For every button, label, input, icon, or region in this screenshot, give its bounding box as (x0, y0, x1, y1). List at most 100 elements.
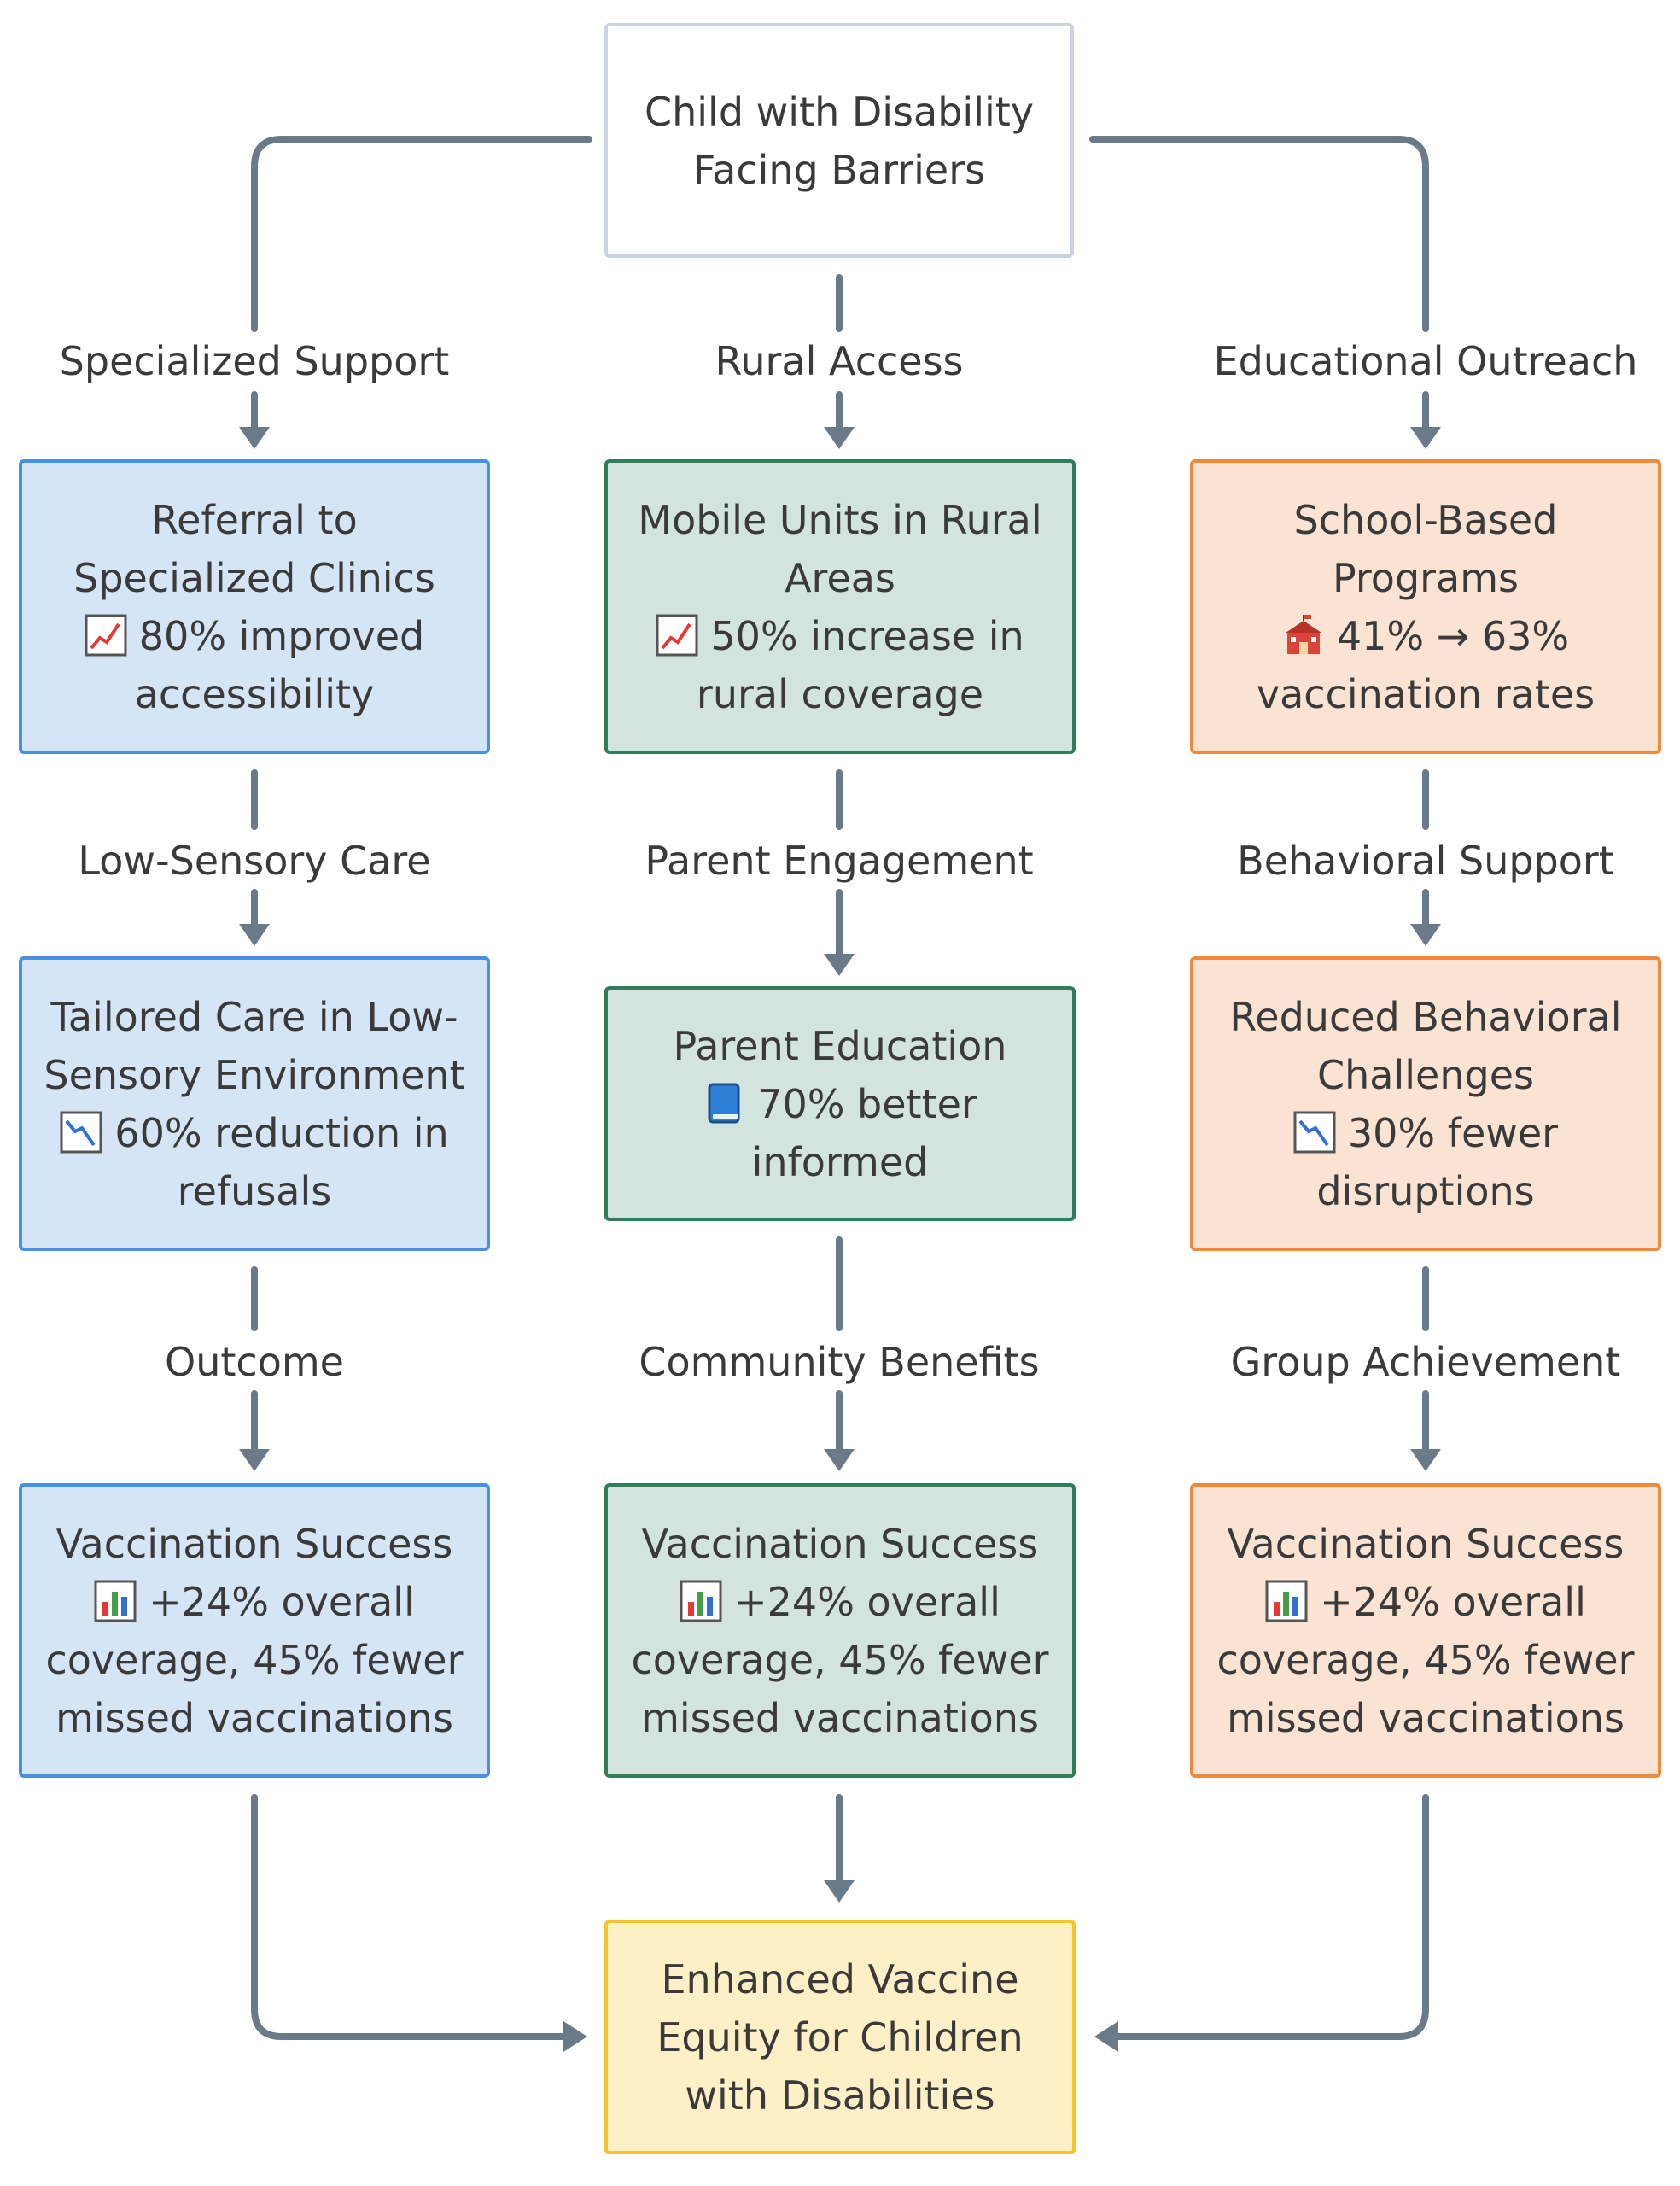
node-text-line: Tailored Care in Low- (50, 988, 458, 1046)
node-text: Vaccination Success (641, 1520, 1039, 1567)
node-text-line: Enhanced Vaccine (661, 1950, 1018, 2008)
node-text-line: Parent Education (674, 1017, 1007, 1075)
node-text-line: informed (752, 1133, 929, 1191)
node-text: missed vaccinations (55, 1694, 453, 1741)
node-text: disruptions (1316, 1167, 1535, 1214)
node-text: Programs (1332, 554, 1520, 601)
node-text: Parent Education (673, 1022, 1007, 1069)
node-text: coverage, 45% fewer (1216, 1636, 1635, 1683)
node-text: Vaccination Success (55, 1520, 453, 1567)
node-text: rural coverage (696, 670, 984, 717)
node-text: accessibility (134, 670, 375, 717)
edge-right-end (1111, 1794, 1429, 2040)
node-text: +24% overall (734, 1578, 1000, 1625)
node-parent-education: Parent Education 70% better informed (604, 986, 1076, 1221)
node-text-line: 70% better (703, 1075, 977, 1133)
edge-label-outcome: Outcome (160, 1338, 349, 1386)
bar-chart-icon (680, 1579, 734, 1625)
node-text: Mobile Units in Rural (638, 496, 1042, 543)
node-text: Vaccination Success (1227, 1520, 1625, 1567)
node-tailored-low-sensory-care: Tailored Care in Low- Sensory Environment… (19, 956, 490, 1251)
node-text-line: School-Based (1294, 491, 1558, 549)
node-referral-specialized-clinics: Referral to Specialized Clinics 80% improv… (19, 459, 490, 754)
node-text: Child with Disability (644, 88, 1035, 135)
node-text-line: 30% fewer (1293, 1104, 1558, 1162)
book-icon (703, 1081, 757, 1127)
node-text-line: vaccination rates (1257, 665, 1595, 723)
node-text: refusals (177, 1167, 332, 1214)
node-text-line: Vaccination Success (642, 1515, 1039, 1573)
node-text: 60% reduction in (114, 1109, 449, 1156)
node-text: Reduced Behavioral (1229, 993, 1622, 1040)
node-text-line: with Disabilities (685, 2066, 995, 2125)
node-text-line: Facing Barriers (693, 141, 985, 199)
node-text: Enhanced Vaccine (661, 1955, 1019, 2002)
node-text: Challenges (1317, 1051, 1534, 1098)
node-text: Tailored Care in Low- (50, 993, 458, 1040)
node-text-line: missed vaccinations (55, 1689, 453, 1747)
node-text-line: Equity for Children (656, 2008, 1023, 2066)
chart-decreasing-icon (1293, 1110, 1348, 1156)
node-text-line: accessibility (135, 665, 375, 723)
edge-label-behavioral-support: Behavioral Support (1232, 837, 1619, 885)
node-text-line: missed vaccinations (641, 1689, 1039, 1747)
node-text: coverage, 45% fewer (45, 1636, 464, 1683)
node-text-line: Reduced Behavioral (1229, 988, 1621, 1046)
node-text-line: Child with Disability (645, 83, 1034, 141)
node-vaccination-success-center: Vaccination Success +24% overall coverage,… (604, 1483, 1076, 1778)
chart-increasing-icon (656, 613, 710, 659)
node-text: School-Based (1293, 496, 1558, 543)
edge-left-end (251, 1794, 571, 2040)
node-vaccination-success-left: Vaccination Success +24% overall coverage,… (19, 1483, 490, 1778)
node-text: Specialized Clinics (73, 554, 435, 601)
node-text-line: Sensory Environment (44, 1046, 464, 1104)
node-text-line: Challenges (1317, 1046, 1534, 1104)
node-text: missed vaccinations (1227, 1694, 1625, 1741)
node-text-line: Vaccination Success (1228, 1515, 1625, 1573)
chart-decreasing-icon (60, 1110, 114, 1156)
node-text-line: +24% overall (680, 1573, 1000, 1631)
node-text: vaccination rates (1256, 670, 1595, 717)
node-text-line: 50% increase in (656, 607, 1024, 665)
edge-label-rural-access: Rural Access (709, 337, 969, 385)
node-text-line: Areas (785, 549, 895, 607)
node-text-line: refusals (178, 1162, 331, 1220)
node-vaccination-success-right: Vaccination Success +24% overall coverage,… (1190, 1483, 1661, 1778)
node-text-line: coverage, 45% fewer (46, 1631, 464, 1689)
node-text: 50% increase in (710, 612, 1024, 659)
edge-label-parent-engagement: Parent Engagement (639, 837, 1039, 885)
node-text: Equity for Children (656, 2014, 1024, 2060)
node-text: 41% → 63% (1336, 612, 1570, 659)
node-text-line: coverage, 45% fewer (1217, 1631, 1635, 1689)
node-text: Sensory Environment (44, 1051, 465, 1098)
node-text-line: Referral to (151, 491, 357, 549)
bar-chart-icon (1265, 1579, 1320, 1625)
node-text-line: +24% overall (94, 1573, 415, 1631)
node-text-line: disruptions (1316, 1162, 1534, 1220)
edge-label-educational-outreach: Educational Outreach (1208, 337, 1643, 385)
node-text: 70% better (757, 1080, 977, 1127)
edge-label-low-sensory-care: Low-Sensory Care (73, 837, 436, 885)
node-text: with Disabilities (685, 2072, 995, 2119)
node-text: coverage, 45% fewer (631, 1636, 1049, 1683)
node-text: +24% overall (1320, 1578, 1586, 1625)
node-text-line: 41% → 63% (1282, 607, 1569, 665)
node-text-line: missed vaccinations (1227, 1689, 1625, 1747)
edge-label-group-achievement: Group Achievement (1225, 1338, 1626, 1386)
node-text: Areas (785, 554, 895, 601)
node-text-line: +24% overall (1265, 1573, 1586, 1631)
node-text: informed (751, 1138, 929, 1185)
node-text: missed vaccinations (641, 1694, 1039, 1741)
node-text: 80% improved (138, 612, 425, 659)
node-text: Facing Barriers (692, 146, 986, 193)
node-text: 30% fewer (1347, 1109, 1559, 1156)
school-icon (1282, 613, 1337, 659)
node-text-line: Vaccination Success (56, 1515, 453, 1573)
edge-label-community-benefits: Community Benefits (633, 1338, 1045, 1386)
edge-start-left (251, 136, 592, 332)
